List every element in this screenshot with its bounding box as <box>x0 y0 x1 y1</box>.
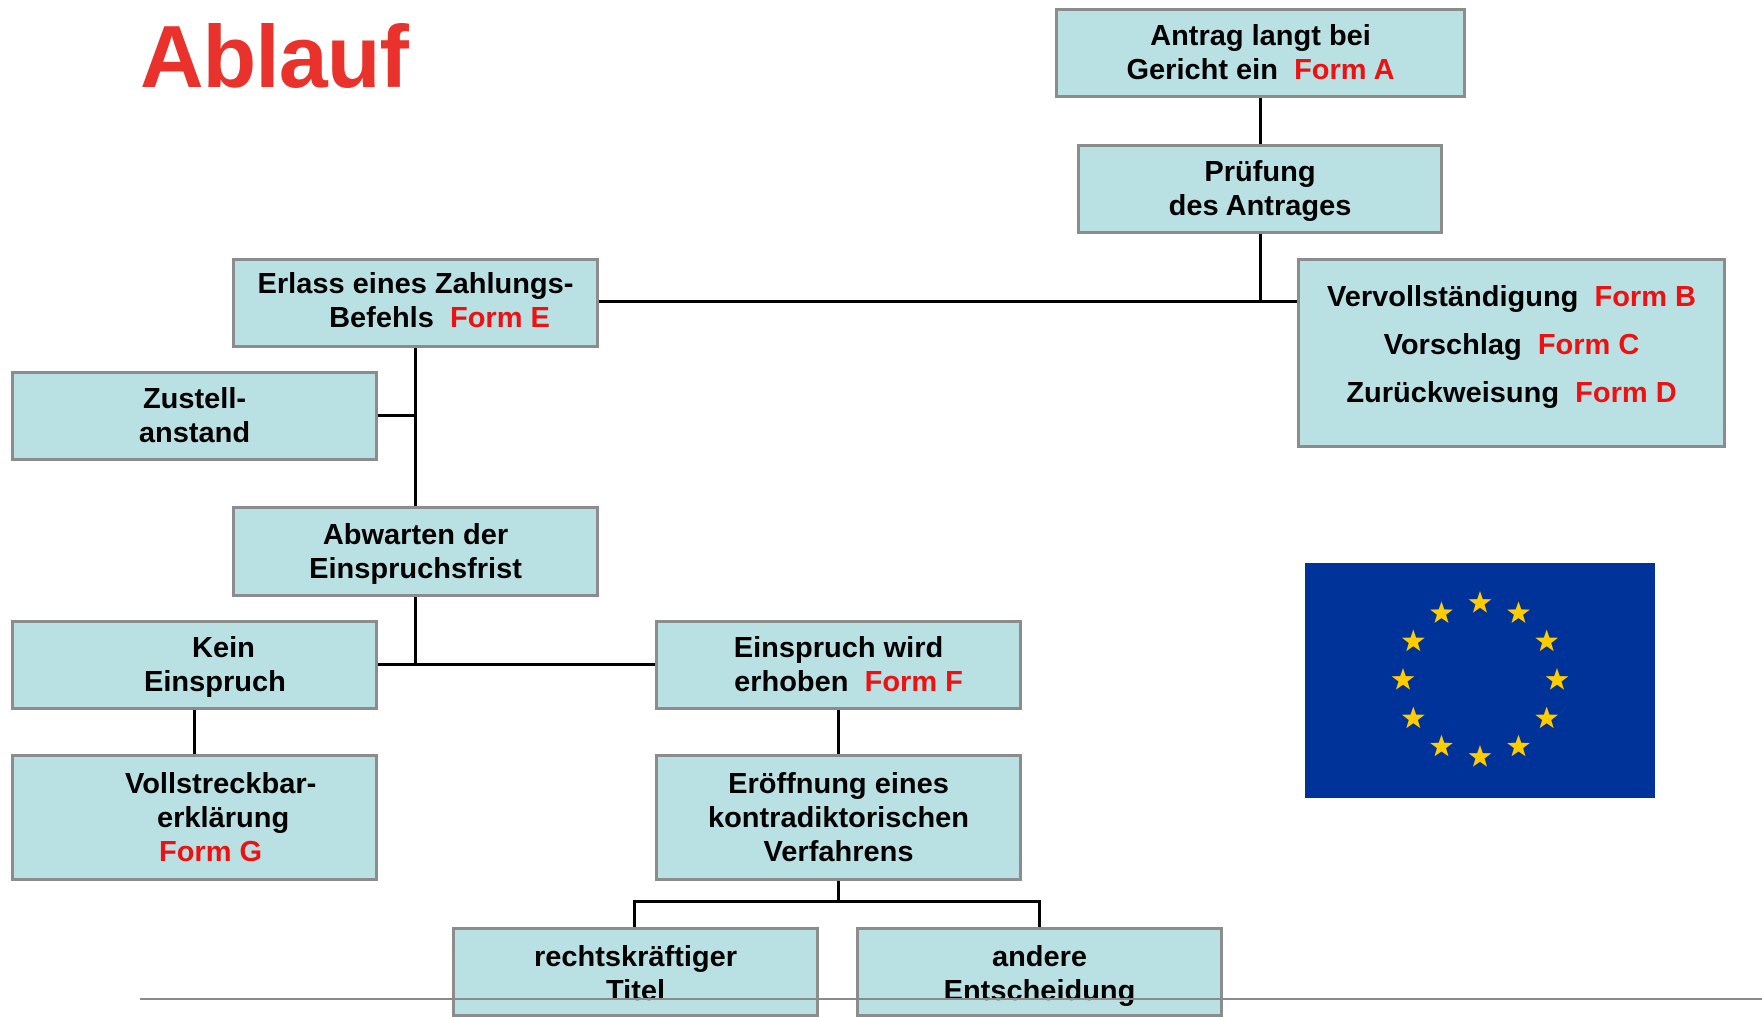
node-eroeffnung-line1: Eröffnung eines <box>728 767 949 800</box>
flag-star-icon <box>1535 706 1559 729</box>
form-f-label: Form F <box>864 666 963 698</box>
node-erlass: Erlass eines Zahlungs- Befehls Form E <box>232 258 599 348</box>
node-antrag-line2: Gericht ein <box>1126 54 1278 86</box>
connector-abwarten-branch <box>414 596 417 666</box>
connector-outcome-bar <box>633 900 1041 903</box>
node-andere-line1: andere <box>991 941 1088 973</box>
flag-star-icon <box>1468 745 1492 767</box>
node-abwarten-line2: Einspruchsfrist <box>309 552 522 585</box>
connector-einspruch-eroeffnung <box>837 709 840 755</box>
node-pruefung-line2: des Antrages <box>1168 190 1352 222</box>
node-abwarten-line1: Abwarten der <box>322 518 509 551</box>
node-eroeffnung-line2: kontradiktorischen <box>707 801 970 834</box>
node-antrag: Antrag langt bei Gericht ein Form A <box>1055 8 1466 98</box>
node-abwarten: Abwarten der Einspruchsfrist <box>232 506 599 597</box>
node-einspruch-line1: Einspruch wird <box>733 632 944 664</box>
node-vollstreckbar: Vollstreckbar- erklärung Form G <box>11 754 378 881</box>
node-antrag-line1: Antrag langt bei <box>1150 20 1371 52</box>
node-vervollstaendigung-row3: Zurückweisung <box>1346 377 1560 409</box>
node-kein-line1: Kein <box>192 632 255 664</box>
connector-pruefung-branch <box>1259 233 1262 303</box>
form-d-label: Form D <box>1575 377 1677 409</box>
flag-star-icon <box>1468 591 1492 613</box>
node-zustell-line1: Zustell- <box>142 383 247 415</box>
form-a-label: Form A <box>1294 54 1395 86</box>
node-rechtskraeftig-line2: Titel <box>605 975 666 1007</box>
connector-to-andere <box>1038 900 1041 928</box>
node-einspruch-line2: erhoben <box>734 666 849 698</box>
node-andere-line2: Entscheidung <box>943 975 1136 1007</box>
connector-kein-einspruch <box>378 663 656 666</box>
node-vollstreck-line1: Vollstreckbar- <box>125 767 317 800</box>
node-andere: andere Entscheidung <box>856 927 1223 1017</box>
form-g-label: Form G <box>159 835 263 868</box>
flag-star-icon <box>1430 601 1453 624</box>
flag-star-icon <box>1401 629 1425 652</box>
node-rechtskraeftig: rechtskräftiger Titel <box>452 927 819 1017</box>
connector-zustell <box>378 414 416 417</box>
form-b-label: Form B <box>1594 281 1697 313</box>
node-pruefung: Prüfung des Antrages <box>1077 144 1443 234</box>
connector-erlass-abwarten <box>414 347 417 507</box>
connector-to-rechtskraeftig <box>633 900 636 928</box>
flag-star-icon <box>1401 706 1425 729</box>
form-e-label: Form E <box>449 302 550 334</box>
flag-star-icon <box>1507 734 1530 757</box>
node-zustell: Zustell- anstand <box>11 371 378 461</box>
flag-star-icon <box>1391 668 1415 690</box>
node-pruefung-line1: Prüfung <box>1204 156 1316 188</box>
node-kein-line2: Einspruch <box>144 666 286 698</box>
flag-star-icon <box>1430 734 1453 757</box>
connector-erlass-vervollstaendigung <box>598 300 1298 303</box>
form-c-label: Form C <box>1537 329 1640 361</box>
bottom-divider <box>140 998 1762 1000</box>
connector-antrag-pruefung <box>1259 97 1262 145</box>
node-erlass-line2: Befehls <box>329 302 434 334</box>
eu-flag-icon <box>1305 563 1655 798</box>
node-erlass-line1: Erlass eines Zahlungs- <box>257 268 574 300</box>
node-zustell-line2: anstand <box>138 417 251 449</box>
flag-star-icon <box>1535 629 1559 652</box>
flag-star-icon <box>1507 601 1530 624</box>
node-eroeffnung-line3: Verfahrens <box>763 835 914 868</box>
node-vervollstaendigung: Vervollständigung Form B Vorschlag Form … <box>1297 258 1726 448</box>
node-rechtskraeftig-line1: rechtskräftiger <box>533 941 738 973</box>
page-title: Ablauf <box>140 7 409 106</box>
node-einspruch-erhoben: Einspruch wird erhoben Form F <box>655 620 1022 710</box>
node-eroeffnung: Eröffnung eines kontradiktorischen Verfa… <box>655 754 1022 881</box>
node-vollstreck-line2: erklärung <box>157 801 290 834</box>
connector-eroeffnung-branch <box>837 880 840 902</box>
node-vervollstaendigung-row1: Vervollständigung <box>1327 281 1579 313</box>
node-vervollstaendigung-row2: Vorschlag <box>1383 329 1522 361</box>
node-kein-einspruch: Kein Einspruch <box>11 620 378 710</box>
flag-star-icon <box>1545 668 1569 690</box>
connector-kein-vollstreck <box>193 709 196 755</box>
